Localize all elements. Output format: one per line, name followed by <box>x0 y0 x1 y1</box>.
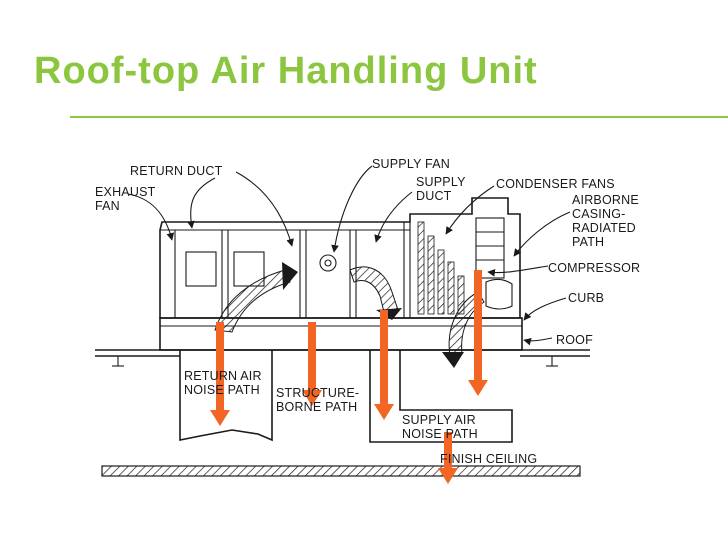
label-supply-duct-1: SUPPLY <box>416 175 466 189</box>
slide-title: Roof-top Air Handling Unit <box>34 50 538 92</box>
label-supply-air-2: NOISE PATH <box>402 427 478 441</box>
return-air-duct <box>179 350 273 442</box>
label-structure-2: BORNE PATH <box>276 400 357 414</box>
label-finish-ceiling: FINISH CEILING <box>440 452 537 466</box>
label-supply-air-1: SUPPLY AIR <box>402 413 476 427</box>
noise-path-arrows <box>210 270 488 484</box>
label-curb: CURB <box>568 291 604 305</box>
finish-ceiling <box>101 465 581 477</box>
supply-duct-bars <box>417 221 465 315</box>
label-exhaust-fan-1: EXHAUST <box>95 185 156 199</box>
unit-casing <box>159 197 521 319</box>
label-roof: ROOF <box>556 333 593 347</box>
label-return-air-1: RETURN AIR <box>184 369 262 383</box>
return-air-noise-arrow <box>210 322 230 426</box>
finish-ceiling-noise-arrow <box>438 432 458 484</box>
curb <box>159 317 523 351</box>
label-compressor: COMPRESSOR <box>548 261 640 275</box>
label-supply-fan: SUPPLY FAN <box>372 157 450 171</box>
structure-borne-noise-arrow <box>302 322 322 406</box>
label-condenser-fans: CONDENSER FANS <box>496 177 615 191</box>
label-airborne-1: AIRBORNE <box>572 193 639 207</box>
label-airborne-4: PATH <box>572 235 604 249</box>
label-airborne-2: CASING- <box>572 207 626 221</box>
diagram-labels: RETURN DUCT EXHAUST FAN SUPPLY FAN SUPPL… <box>95 157 640 466</box>
label-return-duct: RETURN DUCT <box>130 164 223 178</box>
supply-air-duct <box>369 350 513 443</box>
label-return-air-2: NOISE PATH <box>184 383 260 397</box>
label-structure-1: STRUCTURE- <box>276 386 359 400</box>
label-airborne-3: RADIATED <box>572 221 636 235</box>
leader-lines <box>127 165 571 346</box>
roof-deck <box>95 349 590 367</box>
supply-air-noise-arrow <box>374 310 394 420</box>
label-supply-duct-2: DUCT <box>416 189 452 203</box>
label-exhaust-fan-2: FAN <box>95 199 120 213</box>
casing-radiated-noise-arrow <box>468 270 488 396</box>
